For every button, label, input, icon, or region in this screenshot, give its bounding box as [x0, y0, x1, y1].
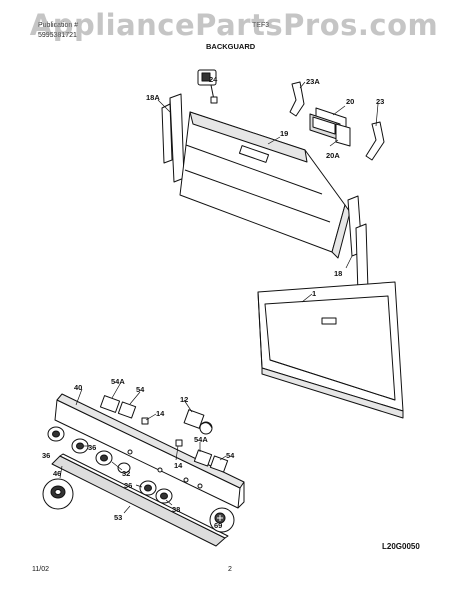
label-36-second: 36	[88, 443, 96, 452]
label-20a: 20A	[326, 151, 340, 160]
part-40-control-panel	[54, 393, 245, 509]
diagram-code: L20G0050	[382, 542, 420, 551]
part-54-switch-upper	[99, 395, 137, 419]
part-69-screw-detail	[209, 507, 235, 533]
part-23a-bracket	[289, 81, 305, 117]
label-54-lower: 54	[226, 451, 235, 460]
part-18a-end-cap	[161, 93, 185, 183]
leader-lines	[59, 81, 379, 514]
label-53: 53	[114, 513, 122, 522]
part-54-switch-lower	[193, 449, 229, 473]
part-46-knob-detail	[42, 478, 74, 510]
part-18-end-cap	[347, 195, 369, 295]
label-38: 38	[172, 505, 180, 514]
page-number: 2	[228, 566, 232, 573]
publication-number: 5995381721	[38, 32, 77, 39]
label-36-left: 36	[42, 451, 50, 460]
part-19-backguard-panel	[179, 111, 351, 259]
section-title: BACKGUARD	[206, 42, 256, 51]
part-24-switch	[197, 69, 218, 104]
label-14-lower: 14	[174, 461, 183, 470]
model-number: TEF3	[252, 22, 270, 29]
part-38-knob	[155, 488, 173, 504]
label-14-upper: 14	[156, 409, 165, 418]
label-54a-lower: 54A	[194, 435, 208, 444]
label-18a: 18A	[146, 93, 160, 102]
label-36-right: 36	[124, 481, 132, 490]
label-46: 46	[53, 469, 61, 478]
part-12-switch	[183, 409, 213, 435]
part-20-clock-assembly	[309, 107, 351, 147]
label-40: 40	[74, 383, 82, 392]
label-54a-upper: 54A	[111, 377, 125, 386]
footer-date: 11/02	[32, 566, 49, 573]
part-14-clip-upper	[141, 417, 149, 425]
part-53-manifold-panel	[51, 453, 229, 547]
publication-label: Publication #	[38, 22, 79, 29]
part-32-knob	[95, 450, 131, 474]
label-12: 12	[180, 395, 188, 404]
label-23: 23	[376, 97, 384, 106]
label-19: 19	[280, 129, 288, 138]
label-23a: 23A	[306, 77, 320, 86]
label-69: 69	[214, 521, 222, 530]
part-1-rear-panel	[257, 281, 404, 419]
part-36-knob-right	[139, 480, 157, 496]
part-36-knob-left	[47, 426, 65, 442]
label-24: 24	[209, 75, 218, 84]
label-18: 18	[334, 269, 342, 278]
part-23-bracket	[365, 121, 385, 161]
part-14-clip-lower	[175, 439, 183, 447]
label-32: 32	[122, 469, 130, 478]
part-36-knob-second	[71, 438, 89, 454]
label-20: 20	[346, 97, 354, 106]
site-watermark: AppliancePartsPros.com	[29, 8, 439, 42]
label-1: 1	[312, 289, 316, 298]
label-54-upper: 54	[136, 385, 145, 394]
